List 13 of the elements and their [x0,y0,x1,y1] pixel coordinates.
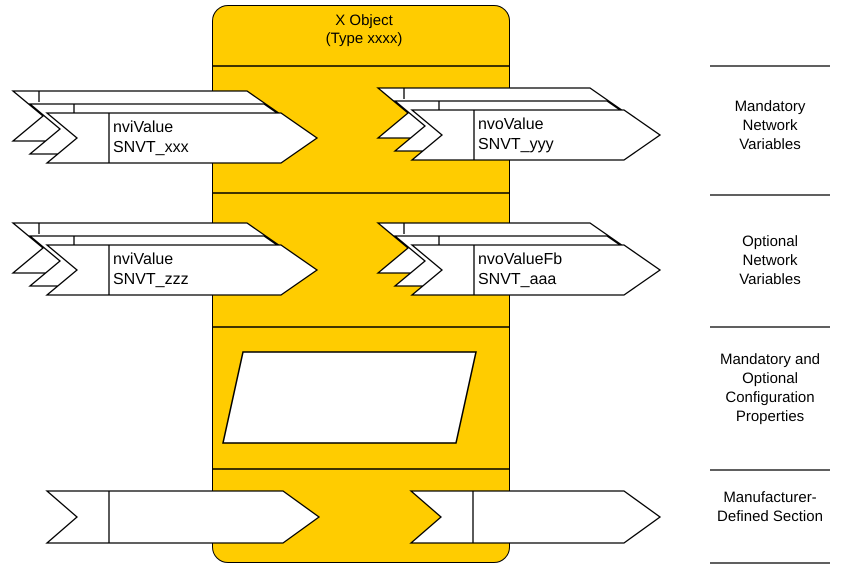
section-label: Mandatory and Optional Configuration Properties [718,350,822,426]
object-title: X Object (Type xxxx) [324,12,404,48]
variable-type: SNVT_aaa [478,270,558,289]
variable-name: nviValue [113,118,174,137]
variable-name: nvoValueFb [478,250,564,269]
variable-name: nvoValue [478,115,545,134]
section-label: Mandatory Network Variables [734,97,806,154]
variable-type: SNVT_yyy [478,135,555,154]
section-label: Optional Network Variables [738,232,802,289]
variable-name: nviValue [113,250,174,269]
section-label: Manufacturer-Defined Section [716,488,824,526]
variable-type: SNVT_xxx [113,138,190,157]
variable-type: SNVT_zzz [113,270,190,289]
